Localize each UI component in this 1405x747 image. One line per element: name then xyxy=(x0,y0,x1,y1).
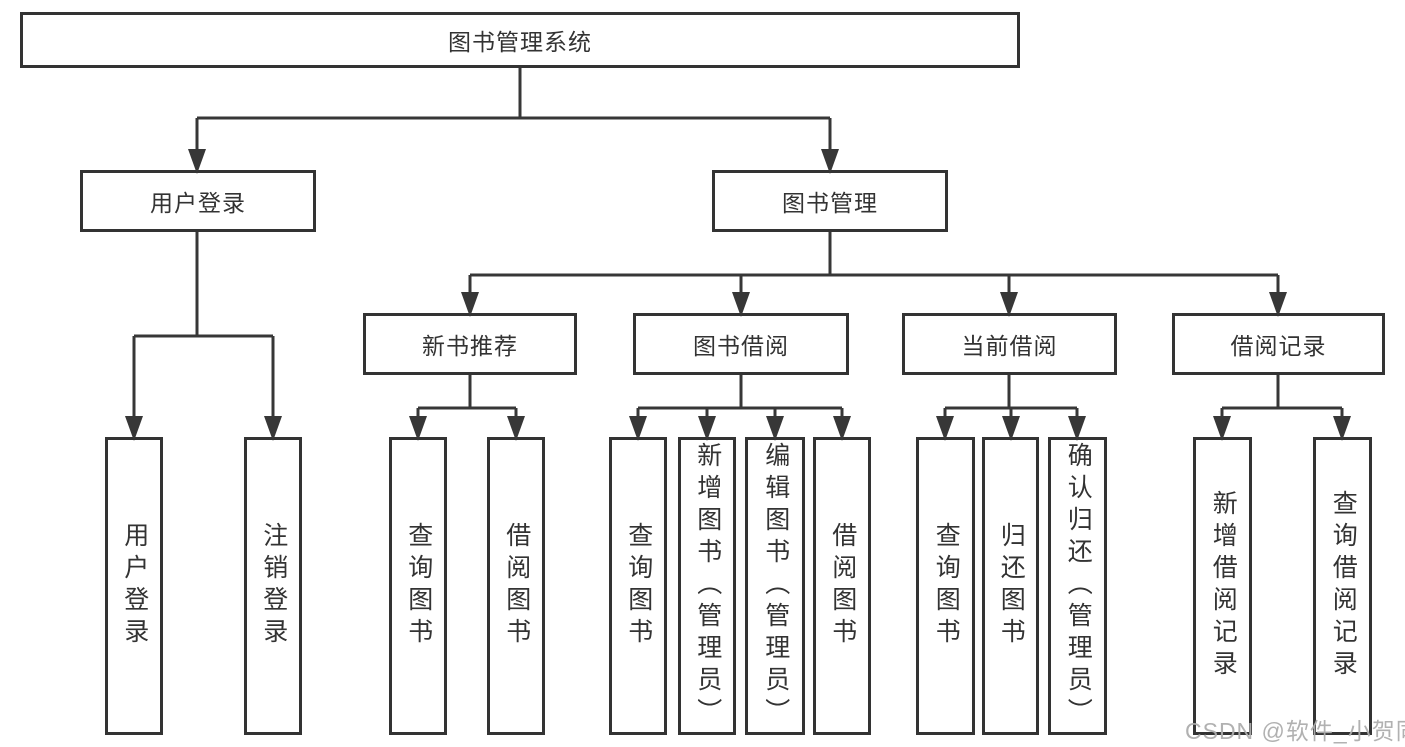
leaf-borrow-borrow-books: 借阅图书 xyxy=(813,437,871,735)
leaf-borrow-query-books: 查询图书 xyxy=(609,437,667,735)
node-book-management-label: 图书管理 xyxy=(782,190,878,216)
node-user-login: 用户登录 xyxy=(80,170,316,232)
node-new-book-recommend: 新书推荐 xyxy=(363,313,577,375)
leaf-borrow-edit-books-label: 编辑图书（管理员） xyxy=(761,442,790,730)
node-current-borrow-label: 当前借阅 xyxy=(961,333,1058,359)
leaf-borrow-add-books: 新增图书（管理员） xyxy=(678,437,736,735)
node-book-borrow: 图书借阅 xyxy=(633,313,849,375)
leaf-logout-label: 注销登录 xyxy=(259,522,288,650)
node-root-label: 图书管理系统 xyxy=(448,29,592,55)
leaf-recommend-borrow-books-label: 借阅图书 xyxy=(502,522,531,650)
leaf-current-query-books-label: 查询图书 xyxy=(932,522,961,650)
node-user-login-label: 用户登录 xyxy=(150,190,246,216)
leaf-records-query-record-label: 查询借阅记录 xyxy=(1329,490,1358,682)
leaf-current-confirm-return: 确认归还（管理员） xyxy=(1048,437,1107,735)
node-borrow-records: 借阅记录 xyxy=(1172,313,1385,375)
leaf-recommend-query-books-label: 查询图书 xyxy=(404,522,433,650)
leaf-user-login-label: 用户登录 xyxy=(120,522,149,650)
leaf-current-query-books: 查询图书 xyxy=(916,437,975,735)
leaf-current-return-books-label: 归还图书 xyxy=(997,522,1026,650)
leaf-recommend-borrow-books: 借阅图书 xyxy=(487,437,545,735)
node-current-borrow: 当前借阅 xyxy=(902,313,1117,375)
leaf-borrow-query-books-label: 查询图书 xyxy=(624,522,653,650)
node-book-management: 图书管理 xyxy=(712,170,948,232)
leaf-borrow-edit-books: 编辑图书（管理员） xyxy=(745,437,805,735)
leaf-borrow-borrow-books-label: 借阅图书 xyxy=(828,522,857,650)
leaf-user-login: 用户登录 xyxy=(105,437,163,735)
node-borrow-records-label: 借阅记录 xyxy=(1230,333,1327,359)
leaf-logout: 注销登录 xyxy=(244,437,302,735)
node-new-book-recommend-label: 新书推荐 xyxy=(422,333,518,359)
node-root: 图书管理系统 xyxy=(20,12,1020,68)
leaf-records-query-record: 查询借阅记录 xyxy=(1313,437,1372,735)
leaf-records-add-record: 新增借阅记录 xyxy=(1193,437,1252,735)
leaf-current-return-books: 归还图书 xyxy=(982,437,1039,735)
leaf-borrow-add-books-label: 新增图书（管理员） xyxy=(693,442,722,730)
leaf-recommend-query-books: 查询图书 xyxy=(389,437,447,735)
leaf-records-add-record-label: 新增借阅记录 xyxy=(1209,490,1238,682)
leaf-current-confirm-return-label: 确认归还（管理员） xyxy=(1064,442,1093,730)
csdn-watermark: CSDN @软件_小贺同学 xyxy=(1185,718,1405,744)
node-book-borrow-label: 图书借阅 xyxy=(693,333,789,359)
